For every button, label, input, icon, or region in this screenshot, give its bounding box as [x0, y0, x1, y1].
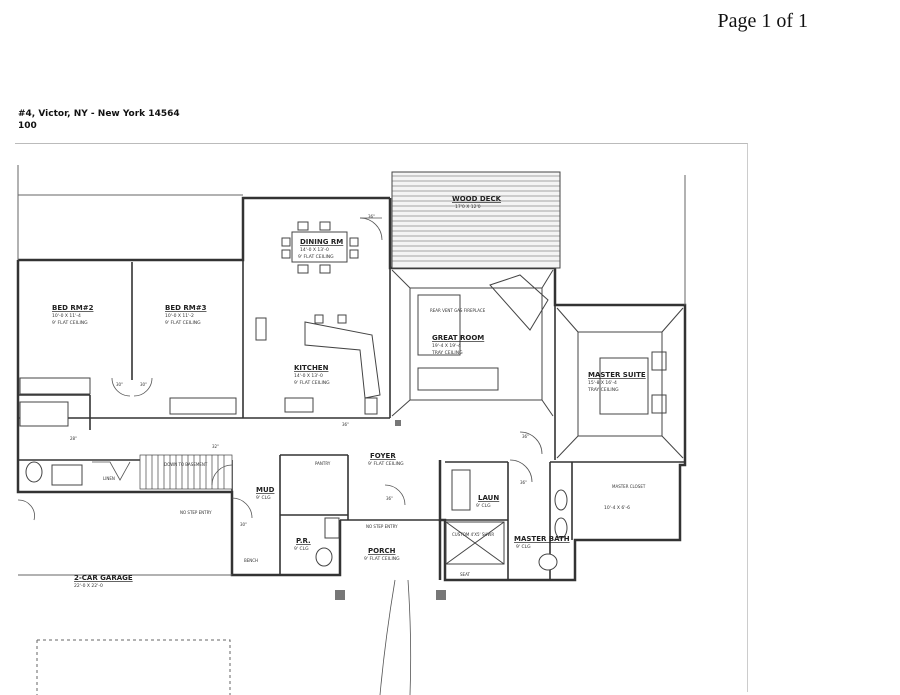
bed3-dims: 10'-0 X 11'-2	[165, 313, 194, 319]
door-dim-label: 30"	[116, 382, 123, 387]
door-dim-label: 36"	[520, 480, 527, 485]
door-dim-label: 36"	[386, 496, 393, 501]
porch-ceiling: 9' FLAT CEILING	[364, 556, 400, 562]
mud-label: MUD	[256, 486, 275, 494]
door-dim-label: 36"	[522, 434, 529, 439]
bed3-ceiling: 9' FLAT CEILING	[165, 320, 201, 326]
laundry-label: LAUN	[478, 494, 499, 502]
linen-label: LINEN	[103, 476, 115, 481]
garage-no-step-entry-label: NO STEP ENTRY	[180, 510, 212, 515]
door-swings	[17, 217, 543, 695]
floor-plan-sheet	[15, 143, 748, 692]
fireplace-label: REAR VENT GAS FIREPLACE	[430, 308, 486, 313]
exterior-walls	[16, 196, 687, 582]
porch-label: PORCH	[368, 547, 396, 555]
foyer-label: FOYER	[370, 452, 396, 460]
garage-label: 2-CAR GARAGE	[74, 574, 133, 582]
master-closet-dims: 10'-4 X 6'-6	[604, 505, 630, 511]
wood-deck-hatch	[391, 171, 561, 269]
porch-columns	[335, 420, 446, 600]
kitchen-dims: 14'-0 X 13'-0	[294, 373, 323, 379]
dining-dims: 14'-0 X 13'-0	[300, 247, 329, 253]
door-dim-label: 28"	[70, 436, 77, 441]
laundry-ceiling: 9' CLG	[476, 503, 491, 509]
pantry-label: PANTRY	[315, 461, 331, 466]
master-bath-label: MASTER BATH	[514, 535, 570, 543]
wood-deck-label: WOOD DECK	[452, 195, 502, 203]
door-dim-label: 32"	[212, 444, 219, 449]
seat-label: SEAT	[460, 572, 470, 577]
great-room-tray	[391, 269, 554, 417]
kitchen-label: KITCHEN	[294, 364, 329, 372]
page-number-label: Page 1 of 1	[717, 10, 808, 32]
custom-shower-label: CUSTOM 4'X5' SHWR	[452, 532, 494, 537]
great-room-label: GREAT ROOM	[432, 334, 484, 342]
dining-ceiling: 9' FLAT CEILING	[298, 254, 334, 260]
great-room-ceiling: TRAY CEILING	[431, 350, 463, 356]
kitchen-fixtures	[255, 221, 381, 415]
door-dim-label: 36"	[368, 214, 375, 219]
kitchen-ceiling: 9' FLAT CEILING	[294, 380, 330, 386]
foyer-ceiling: 9' FLAT CEILING	[368, 461, 404, 467]
door-dim-label: 30"	[140, 382, 147, 387]
address-line: #4, Victor, NY - New York 14564	[18, 109, 180, 119]
property-address: #4, Victor, NY - New York 14564 100	[18, 108, 180, 132]
powder-room-label: P.R.	[296, 537, 311, 545]
dining-label: DINING RM	[300, 238, 343, 246]
master-suite-label: MASTER SUITE	[588, 371, 646, 379]
wood-deck-dims: 17'0 X 12'0	[455, 204, 481, 210]
bed2-dims: 10'-0 X 11'-4	[52, 313, 81, 319]
no-step-entry-label: NO STEP ENTRY	[366, 524, 398, 529]
bed2-label: BED RM#2	[52, 304, 94, 312]
master-suite-tray	[556, 307, 684, 459]
basement-stairs-label: DOWN TO BASEMENT	[164, 462, 208, 467]
great-room-dims: 19'-4 X 19'-4	[432, 343, 461, 349]
interior-walls	[18, 260, 685, 580]
master-closet-label: MASTER CLOSET	[612, 484, 646, 489]
address-unit: 100	[18, 121, 37, 131]
door-dim-label: 36"	[342, 422, 349, 427]
mud-ceiling: 9' CLG	[256, 495, 271, 501]
master-suite-dims: 15'-8 X 16'-4	[588, 380, 617, 386]
basement-stairs	[139, 454, 233, 490]
master-suite-ceiling: TRAY CEILING	[587, 387, 619, 393]
bath-fixtures	[19, 377, 568, 571]
bed2-ceiling: 9' FLAT CEILING	[52, 320, 88, 326]
door-dim-label: 30"	[240, 522, 247, 527]
garage-dims: 22'-0 X 22'-0	[74, 583, 103, 589]
bench-label: BENCH	[244, 558, 258, 563]
bed3-label: BED RM#3	[165, 304, 207, 312]
powder-room-ceiling: 9' CLG	[294, 546, 309, 552]
master-bath-ceiling: 9' CLG	[516, 544, 531, 550]
site-lines	[17, 165, 686, 695]
